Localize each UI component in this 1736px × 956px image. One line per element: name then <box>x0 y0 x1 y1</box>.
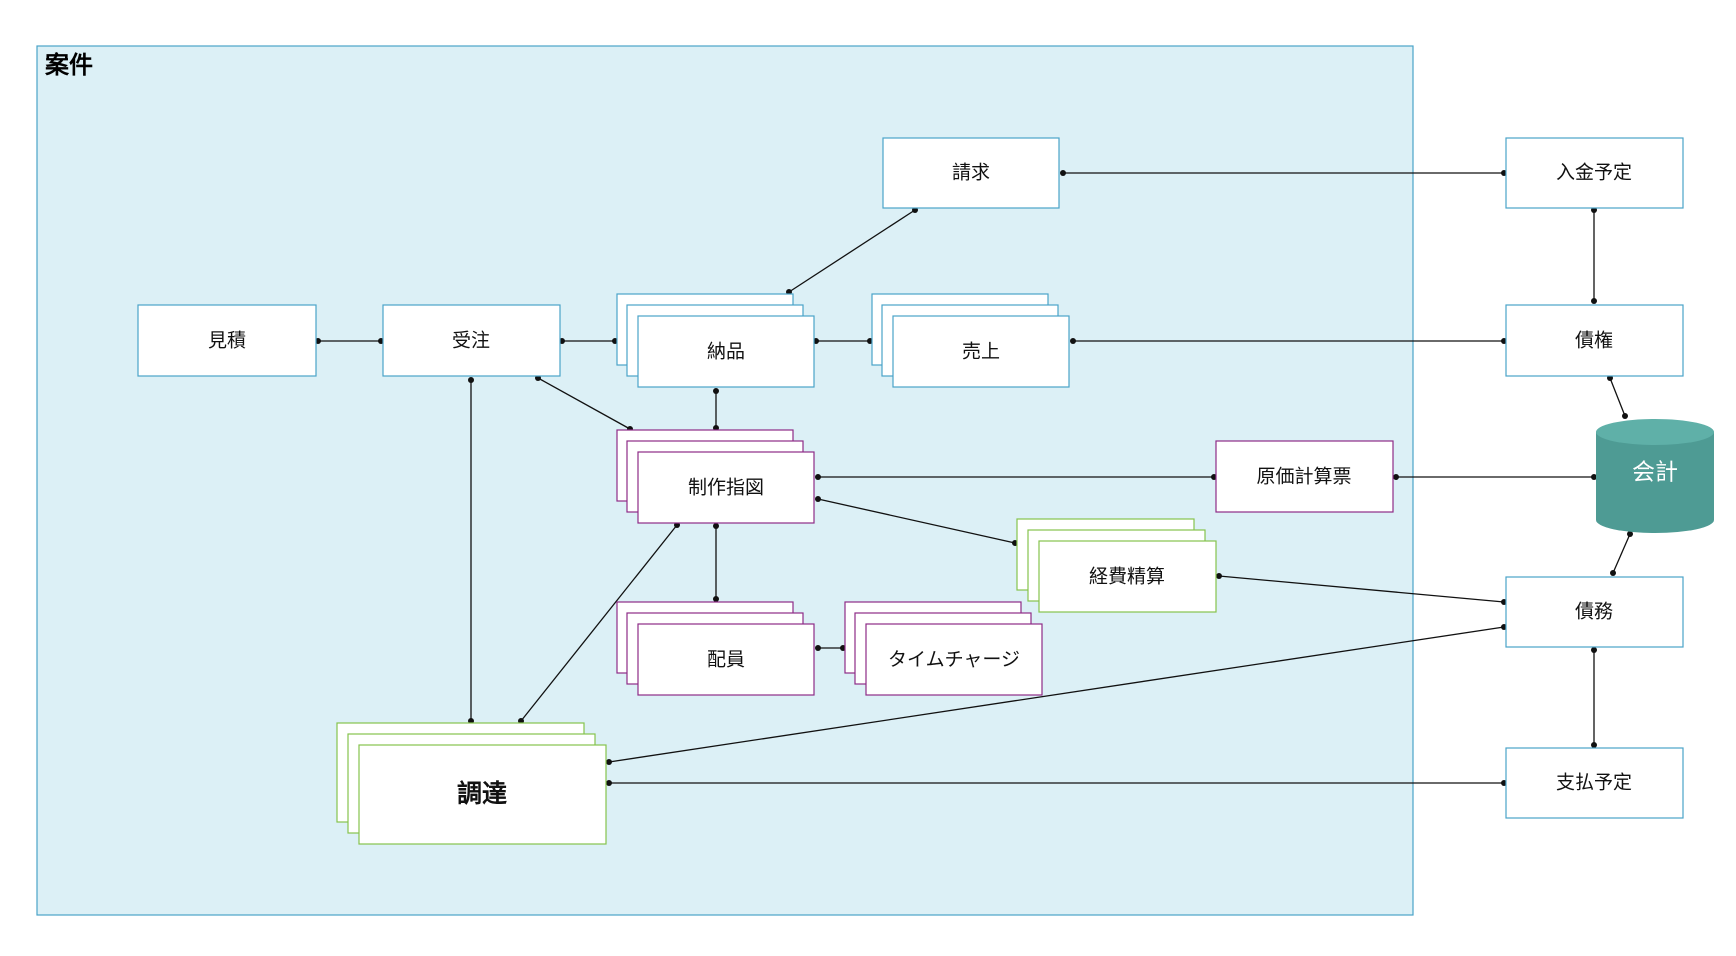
node-juchu-label: 受注 <box>452 330 490 352</box>
node-keihi-seisan[interactable]: 経費精算 <box>1016 518 1217 613</box>
node-nyukin-yotei-label: 入金予定 <box>1556 162 1632 184</box>
edge-seisaku-haiin <box>713 523 719 602</box>
node-choutatsu[interactable]: 調達 <box>336 722 607 845</box>
node-shiharai-yotei-label: 支払予定 <box>1556 772 1632 794</box>
node-saimu-label: 債務 <box>1575 601 1613 623</box>
node-haiin-label: 配員 <box>707 649 745 671</box>
node-keihi-seisan-label: 経費精算 <box>1089 566 1165 588</box>
nodes-group: 見積 受注 請求 納品 売上 <box>137 137 1714 845</box>
node-kaikei-database[interactable]: 会計 <box>1596 419 1714 533</box>
node-genka-keisan[interactable]: 原価計算票 <box>1215 440 1394 513</box>
node-shiharai-yotei[interactable]: 支払予定 <box>1505 747 1684 819</box>
node-seikyu-label: 請求 <box>952 162 990 184</box>
edge-genka-kaikei <box>1393 474 1597 480</box>
node-seikyu[interactable]: 請求 <box>882 137 1060 209</box>
node-saiken-label: 債権 <box>1575 330 1613 352</box>
edge-nyukin-saiken <box>1591 207 1597 304</box>
container-title: 案件 <box>44 51 93 79</box>
node-juchu[interactable]: 受注 <box>382 304 561 377</box>
node-seisaku-shizu-label: 制作指図 <box>688 477 764 499</box>
node-time-charge-label: タイムチャージ <box>888 649 1020 671</box>
node-nyukin-yotei[interactable]: 入金予定 <box>1505 137 1684 209</box>
node-time-charge[interactable]: タイムチャージ <box>844 601 1043 696</box>
node-nohin-label: 納品 <box>707 341 745 363</box>
node-saimu[interactable]: 債務 <box>1505 576 1684 648</box>
node-choutatsu-label: 調達 <box>457 779 507 808</box>
node-mitsumori-label: 見積 <box>208 330 246 352</box>
node-genka-keisan-label: 原価計算票 <box>1256 466 1351 488</box>
edges-group <box>315 170 1633 786</box>
node-seisaku-shizu[interactable]: 制作指図 <box>616 429 815 524</box>
node-uriage[interactable]: 売上 <box>871 293 1070 388</box>
edge-saimu-shiharai <box>1591 647 1597 748</box>
edge-saiken-kaikei <box>1607 375 1628 419</box>
edge-haiin-timecharge <box>815 645 846 651</box>
node-nohin[interactable]: 納品 <box>616 293 815 388</box>
node-mitsumori[interactable]: 見積 <box>137 304 317 377</box>
node-saiken[interactable]: 債権 <box>1505 304 1684 377</box>
node-kaikei-label: 会計 <box>1632 460 1678 486</box>
edge-kaikei-saimu <box>1610 531 1633 576</box>
node-uriage-label: 売上 <box>962 341 1000 363</box>
node-haiin[interactable]: 配員 <box>616 601 815 696</box>
